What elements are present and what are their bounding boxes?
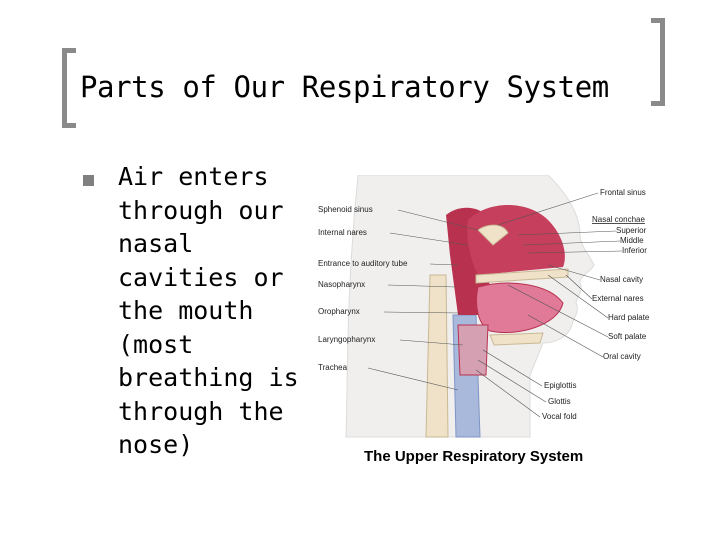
label-laryngopharynx: Laryngopharynx <box>318 335 375 344</box>
figure-caption: The Upper Respiratory System <box>364 448 583 465</box>
label-epiglottis: Epiglottis <box>544 381 576 390</box>
bullet-square-icon <box>83 175 94 186</box>
bullet-text: Air enters through our nasal cavities or… <box>118 162 299 459</box>
tongue-shape <box>476 282 564 334</box>
label-trachea: Trachea <box>318 363 348 372</box>
label-oral-cavity: Oral cavity <box>603 352 641 361</box>
label-external-nares: External nares <box>592 294 644 303</box>
label-hard-palate: Hard palate <box>608 313 650 322</box>
label-vocal-fold: Vocal fold <box>542 412 577 421</box>
spine-shape <box>425 274 449 438</box>
nasal-cavity-shape <box>467 205 565 275</box>
label-internal-nares: Internal nares <box>318 228 367 237</box>
label-inferior: Inferior <box>622 246 647 255</box>
label-oropharynx: Oropharynx <box>318 307 360 316</box>
label-nasal-cavity: Nasal cavity <box>600 275 643 284</box>
jaw-shape <box>489 332 544 346</box>
label-soft-palate: Soft palate <box>608 332 647 341</box>
label-sphenoid-sinus: Sphenoid sinus <box>318 205 373 214</box>
right-bracket-decoration <box>651 18 665 106</box>
larynx-shape <box>457 324 489 376</box>
respiratory-diagram: Sphenoid sinus Internal nares Entrance t… <box>318 175 658 475</box>
slide-title: Parts of Our Respiratory System <box>80 70 609 104</box>
respiratory-diagram-svg: Sphenoid sinus Internal nares Entrance t… <box>318 175 650 465</box>
label-glottis: Glottis <box>548 397 571 406</box>
label-nasal-conchae: Nasal conchae <box>592 215 645 224</box>
label-frontal-sinus: Frontal sinus <box>600 188 646 197</box>
right-leader-lines <box>475 192 623 418</box>
sinus-shape <box>477 224 509 246</box>
label-auditory-tube: Entrance to auditory tube <box>318 259 408 268</box>
left-bracket-decoration <box>62 48 76 128</box>
label-middle: Middle <box>620 236 644 245</box>
label-superior: Superior <box>616 226 647 235</box>
left-leader-lines <box>367 209 479 391</box>
label-nasopharynx: Nasopharynx <box>318 280 365 289</box>
